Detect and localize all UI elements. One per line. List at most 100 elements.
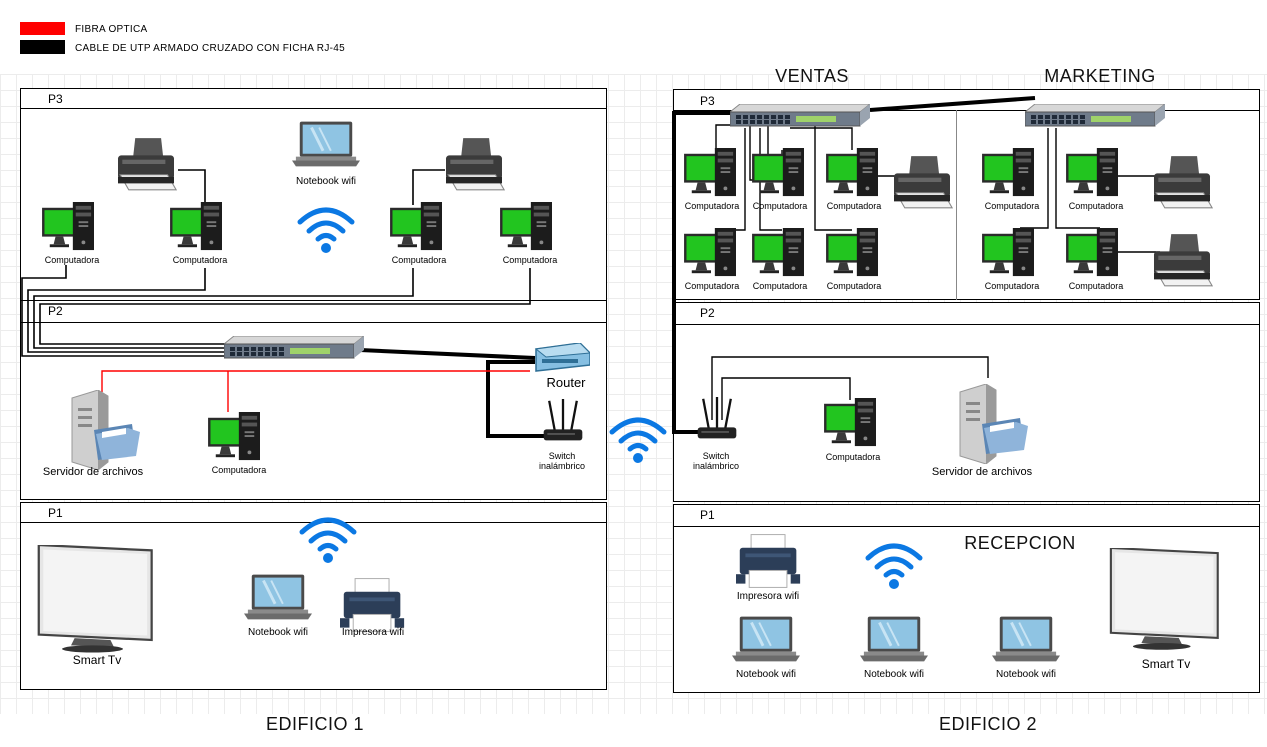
cable-b2-v7 bbox=[790, 127, 853, 150]
b2-p1-tv bbox=[1104, 548, 1228, 654]
cable-b2-ventas-marketing bbox=[869, 96, 1036, 112]
b2-floor-p3-label: P3 bbox=[700, 94, 715, 108]
b2-marketing-pc-3-label: Computadora bbox=[984, 281, 1040, 291]
b1-p1-tv-label: Smart Tv bbox=[72, 653, 122, 667]
b2-p2-wireless-switch-label: Switch inalámbrico bbox=[692, 451, 740, 471]
cable-b2-p2-server bbox=[711, 356, 989, 420]
b2-p3-header-line bbox=[673, 110, 1260, 111]
cable-b1-printer2 bbox=[412, 169, 445, 205]
b2-ventas-pc-4-label: Computadora bbox=[684, 281, 740, 291]
b1-p1-wifi-printer bbox=[340, 578, 406, 632]
b2-ventas-pc-1-label: Computadora bbox=[684, 201, 740, 211]
b1-p3-pc-1 bbox=[42, 202, 96, 252]
b1-floor-p2-label: P2 bbox=[48, 304, 63, 318]
b1-title: EDIFICIO 1 bbox=[265, 714, 365, 734]
b1-p2-wireless-switch bbox=[540, 398, 586, 446]
legend-swatch-utp bbox=[20, 40, 65, 54]
b2-marketing-pc-4 bbox=[1066, 228, 1120, 278]
b2-p1-notebook-2 bbox=[860, 616, 928, 664]
cable-b1-pc4 bbox=[39, 268, 531, 345]
b2-marketing-pc-2 bbox=[1066, 148, 1120, 198]
b2-p1-notebook-1-label: Notebook wifi bbox=[735, 669, 797, 680]
b1-p1-tv bbox=[32, 545, 162, 657]
b2-p1-notebook-3-label: Notebook wifi bbox=[995, 669, 1057, 680]
b2-p1-wifi-printer-label: Impresora wifi bbox=[736, 591, 800, 602]
b2-p2-server bbox=[950, 384, 1030, 464]
b1-p1-wifi-icon bbox=[298, 514, 358, 564]
b2-ventas-pc-6 bbox=[826, 228, 880, 278]
cable-b2-m2 bbox=[1055, 128, 1100, 229]
b1-p2-pc-label: Computadora bbox=[211, 465, 267, 475]
b2-ventas-pc-2-label: Computadora bbox=[752, 201, 808, 211]
b2-p1-notebook-3 bbox=[992, 616, 1060, 664]
b1-p3-notebook-label: Notebook wifi bbox=[295, 176, 357, 187]
b1-p3-header-line bbox=[20, 108, 607, 109]
b1-p2-header-line bbox=[20, 322, 607, 323]
b1-p3-printer-2 bbox=[440, 136, 508, 192]
b1-p1-notebook bbox=[244, 574, 312, 622]
b2-marketing-pc-2-label: Computadora bbox=[1068, 201, 1124, 211]
b1-p3-pc-2 bbox=[170, 202, 224, 252]
b2-p1-notebook-1 bbox=[732, 616, 800, 664]
b1-p2-wireless-switch-label: Switch inalámbrico bbox=[538, 451, 586, 471]
b2-ventas-pc-5-label: Computadora bbox=[752, 281, 808, 291]
cable-b1-pc2 bbox=[27, 268, 228, 353]
b1-p2-router bbox=[530, 343, 590, 373]
legend-label-fibra: FIBRA OPTICA bbox=[75, 24, 148, 35]
b2-marketing-printer-1 bbox=[1148, 154, 1216, 210]
b1-floor-p1-label: P1 bbox=[48, 506, 63, 520]
b1-p3-wifi-icon bbox=[296, 204, 356, 254]
b2-p3-switch-ventas bbox=[730, 104, 870, 128]
cable-b1-router-wswitch bbox=[486, 360, 545, 438]
b2-ventas-printer bbox=[888, 154, 956, 210]
b2-p3-switch-marketing bbox=[1025, 104, 1165, 128]
b2-ventas-pc-5 bbox=[752, 228, 806, 278]
b1-p3-pc-2-label: Computadora bbox=[172, 255, 228, 265]
b2-marketing-pc-1 bbox=[982, 148, 1036, 198]
cable-b2-v1 bbox=[715, 124, 745, 150]
b1-p1-wifi-printer-label: Impresora wifi bbox=[341, 627, 405, 638]
b2-floor-p2-label: P2 bbox=[700, 306, 715, 320]
b2-floor-p1-label: P1 bbox=[700, 508, 715, 522]
b2-title: EDIFICIO 2 bbox=[938, 714, 1038, 734]
legend-label-utp: CABLE DE UTP ARMADO CRUZADO CON FICHA RJ… bbox=[75, 43, 345, 54]
cable-fibra-server bbox=[101, 370, 530, 392]
cable-b1-pc1 bbox=[21, 265, 228, 357]
b2-area-marketing: MARKETING bbox=[1044, 66, 1156, 86]
b1-p3-pc-4-label: Computadora bbox=[502, 255, 558, 265]
cable-b2-backbone bbox=[672, 111, 735, 434]
cable-b1-switch-router bbox=[359, 348, 536, 360]
inter-building-wifi-icon bbox=[608, 414, 668, 464]
b2-p1-wifi-icon bbox=[864, 540, 924, 590]
b1-p1-notebook-label: Notebook wifi bbox=[247, 627, 309, 638]
b2-ventas-pc-1 bbox=[684, 148, 738, 198]
b2-area-recepcion: RECEPCION bbox=[964, 533, 1076, 553]
b2-floor-p2 bbox=[673, 302, 1260, 502]
legend-swatch-fibra bbox=[20, 22, 65, 35]
b2-p3-area-divider bbox=[956, 110, 957, 300]
b1-p2-server-label: Servidor de archivos bbox=[42, 466, 144, 478]
b2-p2-wireless-switch bbox=[694, 396, 740, 444]
b2-marketing-pc-1-label: Computadora bbox=[984, 201, 1040, 211]
b1-p3-pc-4 bbox=[500, 202, 554, 252]
b2-p1-notebook-2-label: Notebook wifi bbox=[863, 669, 925, 680]
b1-p3-notebook bbox=[292, 120, 360, 170]
b2-ventas-pc-3 bbox=[826, 148, 880, 198]
b1-p2-router-label: Router bbox=[546, 375, 586, 390]
b2-ventas-pc-3-label: Computadora bbox=[826, 201, 882, 211]
b2-p2-pc-label: Computadora bbox=[825, 452, 881, 462]
b1-floor-p3-label: P3 bbox=[48, 92, 63, 106]
b2-marketing-pc-3 bbox=[982, 228, 1036, 278]
b1-p2-switch bbox=[224, 336, 364, 360]
b2-ventas-pc-6-label: Computadora bbox=[826, 281, 882, 291]
b2-p1-tv-label: Smart Tv bbox=[1141, 657, 1191, 671]
b2-p2-pc bbox=[824, 398, 878, 448]
b2-p1-wifi-printer bbox=[736, 534, 802, 588]
b2-marketing-printer-2 bbox=[1148, 232, 1216, 288]
cable-b1-printer1 bbox=[178, 169, 206, 205]
b1-p3-pc-3-label: Computadora bbox=[391, 255, 447, 265]
cable-b1-pc3 bbox=[33, 268, 414, 349]
b1-p3-pc-3 bbox=[390, 202, 444, 252]
b2-ventas-pc-2 bbox=[752, 148, 806, 198]
